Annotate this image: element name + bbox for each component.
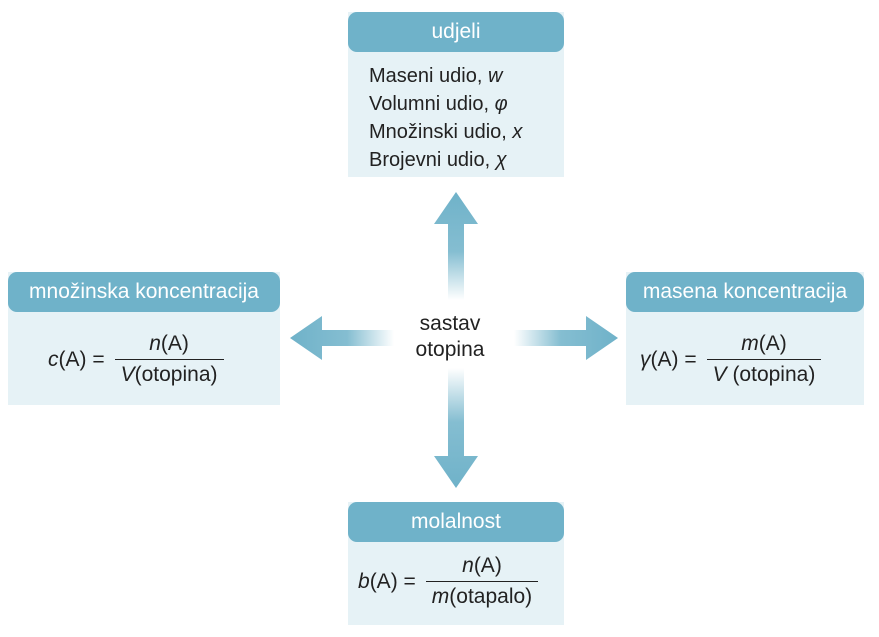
mnozinska-koncentracija-box: množinska koncentracija c(A) = n(A) V(ot… <box>8 272 280 405</box>
udjeli-header: udjeli <box>348 12 564 52</box>
molalnost-header: molalnost <box>348 502 564 542</box>
fraction-bar <box>114 359 224 360</box>
udjeli-list: Maseni udio, w Volumni udio, φ Množinski… <box>348 52 564 177</box>
fraction-bar <box>706 359 822 360</box>
masena-koncentracija-header: masena koncentracija <box>626 272 864 312</box>
formula-numerator: m(A) <box>741 332 787 355</box>
formula-fraction: n(A) V(otopina) <box>114 332 224 387</box>
molalnost-formula: b(A) = n(A) m(otapalo) <box>358 554 539 609</box>
formula-numerator: n(A) <box>462 554 502 577</box>
arrow-right <box>514 316 618 360</box>
formula-denominator: V (otopina) <box>712 363 816 386</box>
fraction-bar <box>425 581 539 582</box>
udjeli-box: udjeli Maseni udio, w Volumni udio, φ Mn… <box>348 12 564 177</box>
list-item: Brojevni udio, χ <box>369 149 507 171</box>
list-item: Volumni udio, φ <box>369 93 508 115</box>
formula-denominator: V(otopina) <box>120 363 218 386</box>
arrow-left <box>290 316 394 360</box>
formula-fraction: m(A) V (otopina) <box>706 332 822 387</box>
center-label: sastav otopina <box>395 311 505 363</box>
center-label-line2: otopina <box>415 338 485 361</box>
formula-denominator: m(otapalo) <box>431 585 533 608</box>
center-label-line1: sastav <box>419 312 481 335</box>
formula-lhs: b(A) = <box>358 569 416 593</box>
formula-lhs: γ(A) = <box>640 347 697 371</box>
arrow-up <box>434 192 478 300</box>
arrow-down <box>434 368 478 488</box>
molalnost-box: molalnost b(A) = n(A) m(otapalo) <box>348 502 564 625</box>
mnozinska-koncentracija-formula: c(A) = n(A) V(otopina) <box>48 332 224 387</box>
formula-lhs: c(A) = <box>48 347 105 371</box>
list-item: Množinski udio, x <box>369 121 523 143</box>
list-item: Maseni udio, w <box>369 65 503 87</box>
formula-fraction: n(A) m(otapalo) <box>425 554 539 609</box>
mnozinska-koncentracija-header: množinska koncentracija <box>8 272 280 312</box>
masena-koncentracija-box: masena koncentracija γ(A) = m(A) V (otop… <box>626 272 864 405</box>
formula-numerator: n(A) <box>149 332 189 355</box>
masena-koncentracija-formula: γ(A) = m(A) V (otopina) <box>640 332 822 387</box>
